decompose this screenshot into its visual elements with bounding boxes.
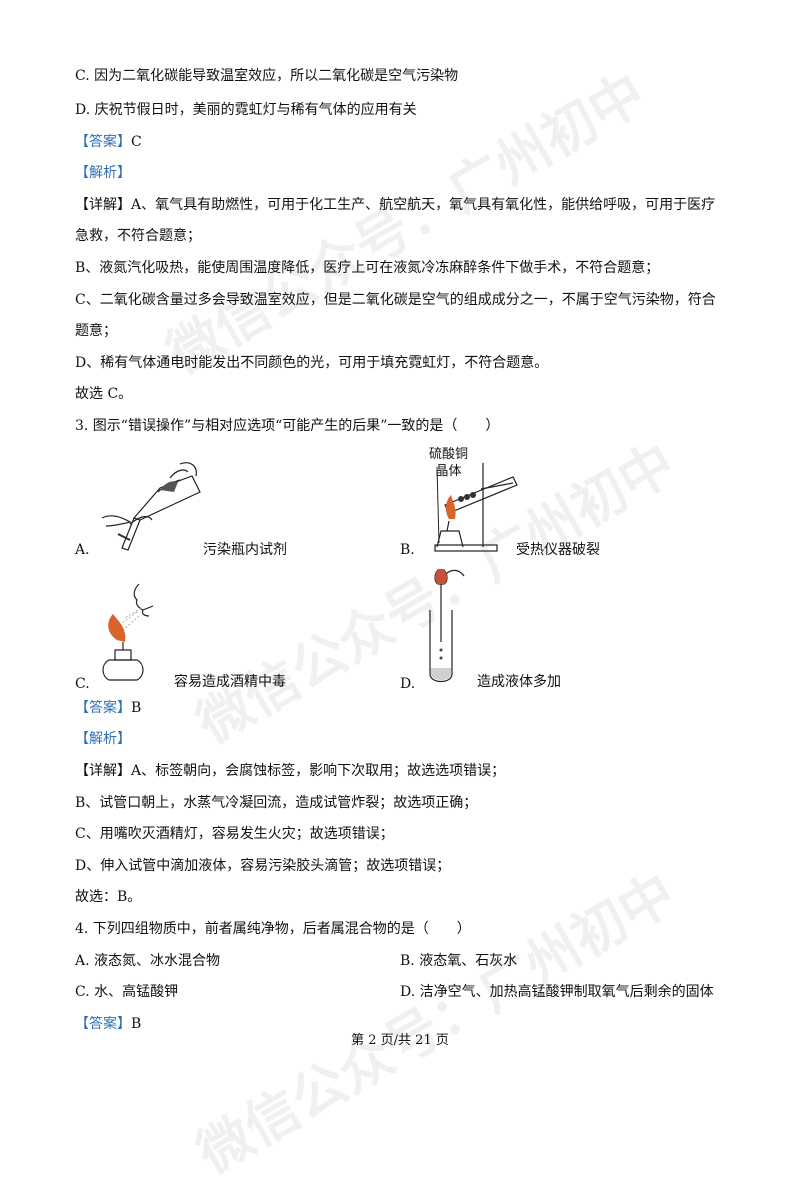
figure-b-heating: [434, 463, 518, 552]
q3-option-a-text: 污染瓶内试剂: [203, 542, 287, 558]
q3-answer: 【答案】B: [75, 699, 141, 717]
q3-option-d-letter: D.: [400, 676, 416, 692]
q3-stem: 3. 图示“错误操作”与相对应选项“可能产生的后果”一致的是（ ）: [75, 418, 500, 434]
answer-value: B: [131, 1016, 142, 1032]
answer-tag: 【答案】: [75, 134, 131, 150]
q4-stem: 4. 下列四组物质中，前者属纯净物，后者属混合物的是（ ）: [75, 921, 471, 937]
q3-detail-b: B、试管口朝上，水蒸气冷凝回流，造成试管炸裂；故选项正确；: [75, 795, 478, 811]
document-page: 微信公众号：广州初中 微信公众号：广州初中 微信公众号：广州初中 C. 因为二氧…: [75, 61, 716, 1186]
detail-tag: 【详解】: [75, 197, 131, 213]
answer-tag: 【答案】: [75, 700, 131, 716]
q2-detail-a-cont: 急救，不符合题意；: [75, 228, 201, 244]
page-footer: 第 2 页/共 21 页: [351, 1033, 449, 1048]
q4-option-b: B. 液态氧、石灰水: [400, 953, 518, 969]
q4-answer: 【答案】B: [75, 1015, 141, 1033]
q3-detail-a: 【详解】A、标签朝向，会腐蚀标签，影响下次取用；故选选项错误；: [75, 762, 505, 780]
figure-c-blowing-lamp: [102, 583, 154, 681]
q3-option-d-text: 造成液体多加: [477, 674, 561, 690]
q2-analysis-tag: 【解析】: [75, 165, 131, 181]
q3-option-b-letter: B.: [400, 542, 415, 558]
figure-b-label-line: 晶体: [435, 464, 462, 479]
q2-detail-a: 【详解】A、氧气具有助燃性，可用于化工生产、航空航天，氧气具有氧化性，能供给呼吸…: [75, 196, 715, 214]
figure-a-pouring: [101, 462, 201, 551]
q2-detail-c: C、二氧化碳含量过多会导致温室效应，但是二氧化碳是空气的组成成分之一，不属于空气…: [75, 292, 716, 308]
q2-option-c: C. 因为二氧化碳能导致温室效应，所以二氧化碳是空气污染物: [75, 68, 459, 84]
detail-tag: 【详解】: [75, 763, 131, 779]
detail-text: A、标签朝向，会腐蚀标签，影响下次取用；故选选项错误；: [131, 763, 506, 779]
q3-option-b-text: 受热仪器破裂: [516, 542, 600, 558]
q3-conclusion: 故选：B。: [75, 889, 142, 905]
q3-option-a-letter: A.: [75, 542, 90, 558]
q2-detail-b: B、液氮汽化吸热，能使周围温度降低，医疗上可在液氮冷冻麻醉条件下做手术，不符合题…: [75, 260, 660, 276]
answer-value: C: [131, 134, 142, 150]
q2-detail-c-cont: 题意；: [75, 323, 117, 339]
detail-text: A、氧气具有助燃性，可用于化工生产、航空航天，氧气具有氧化性，能供给呼吸，可用于…: [131, 197, 716, 213]
q4-option-d: D. 洁净空气、加热高锰酸钾制取氧气后剩余的固体: [400, 984, 714, 1000]
answer-tag: 【答案】: [75, 1016, 131, 1032]
q4-option-a: A. 液态氮、冰水混合物: [75, 953, 221, 969]
q2-conclusion: 故选 C。: [75, 386, 133, 402]
answer-value: B: [131, 700, 142, 716]
figure-d-dropper: [429, 569, 465, 683]
watermark: 微信公众号：广州初中: [186, 861, 686, 1186]
q3-detail-d: D、伸入试管中滴加液体，容易污染胶头滴管；故选项错误；: [75, 858, 451, 874]
q3-detail-c: C、用嘴吹灭酒精灯，容易发生火灾；故选项错误；: [75, 826, 394, 842]
q2-answer: 【答案】C: [75, 133, 142, 151]
q2-option-d: D. 庆祝节假日时，美丽的霓虹灯与稀有气体的应用有关: [75, 102, 417, 118]
q3-option-c-text: 容易造成酒精中毒: [174, 674, 286, 690]
q4-option-c: C. 水、高锰酸钾: [75, 984, 179, 1000]
q3-option-c-letter: C.: [75, 676, 90, 692]
figure-b-label: 硫酸铜 晶体: [429, 446, 468, 480]
q3-analysis-tag: 【解析】: [75, 731, 131, 747]
figure-b-label-line: 硫酸铜: [429, 447, 469, 462]
q2-detail-d: D、稀有气体通电时能发出不同颜色的光，可用于填充霓虹灯，不符合题意。: [75, 355, 549, 371]
